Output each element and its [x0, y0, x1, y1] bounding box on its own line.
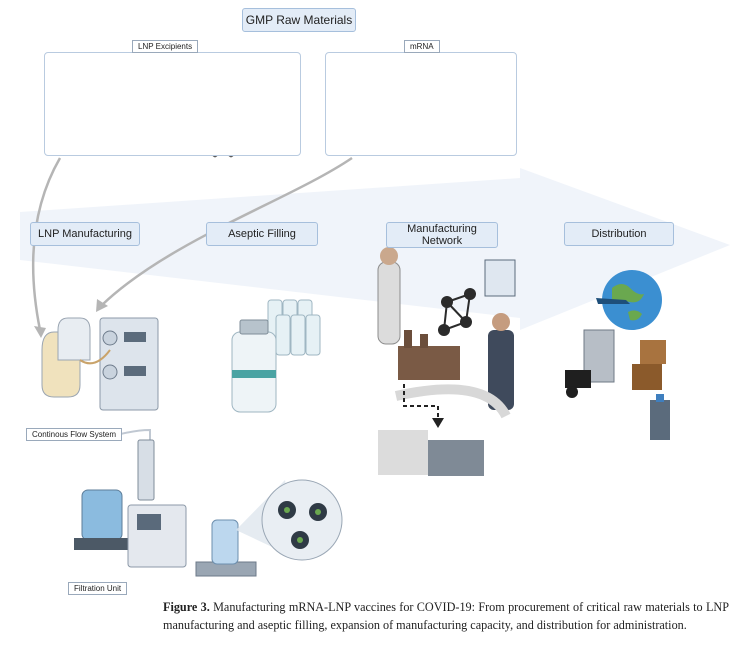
filtration-unit-label: Filtration Unit: [68, 582, 128, 595]
distribution-box: Distribution: [564, 222, 674, 246]
continuous-flow-label: Continous Flow System: [26, 428, 123, 441]
manufacturing-network: [377, 247, 516, 476]
manufacturing-network-line1: Manufacturing: [407, 223, 477, 235]
manufacturing-network-box: Manufacturing Network: [386, 222, 498, 248]
diagram-artwork: N O O O N OH O O P N HO: [20, 58, 730, 577]
caption-text: Manufacturing mRNA-LNP vaccines for COVI…: [163, 600, 729, 632]
aseptic-filling-box: Aseptic Filling: [206, 222, 318, 246]
lnp-manufacturing-box: LNP Manufacturing: [30, 222, 140, 246]
lnp-magnified-view: [236, 479, 343, 561]
lnp-excipients-panel: [44, 52, 301, 156]
mrna-panel: [325, 52, 517, 156]
lnp-excipients-label: LNP Excipients: [132, 40, 199, 53]
mrna-arrowhead: [96, 299, 108, 312]
distribution-artwork: [565, 270, 670, 440]
filtration-unit: [74, 428, 257, 577]
caption-label: Figure 3.: [163, 600, 210, 614]
manufacturing-network-line2: Network: [421, 235, 463, 247]
gmp-raw-materials-box: GMP Raw Materials: [242, 8, 356, 32]
excipient-arrowhead: [34, 326, 46, 338]
continuous-flow-system: [41, 317, 159, 411]
aseptic-filling-vials: [231, 299, 321, 413]
process-arrow-band: [20, 168, 730, 330]
figure-caption: Figure 3. Manufacturing mRNA-LNP vaccine…: [163, 599, 729, 634]
mrna-label: mRNA: [404, 40, 440, 53]
